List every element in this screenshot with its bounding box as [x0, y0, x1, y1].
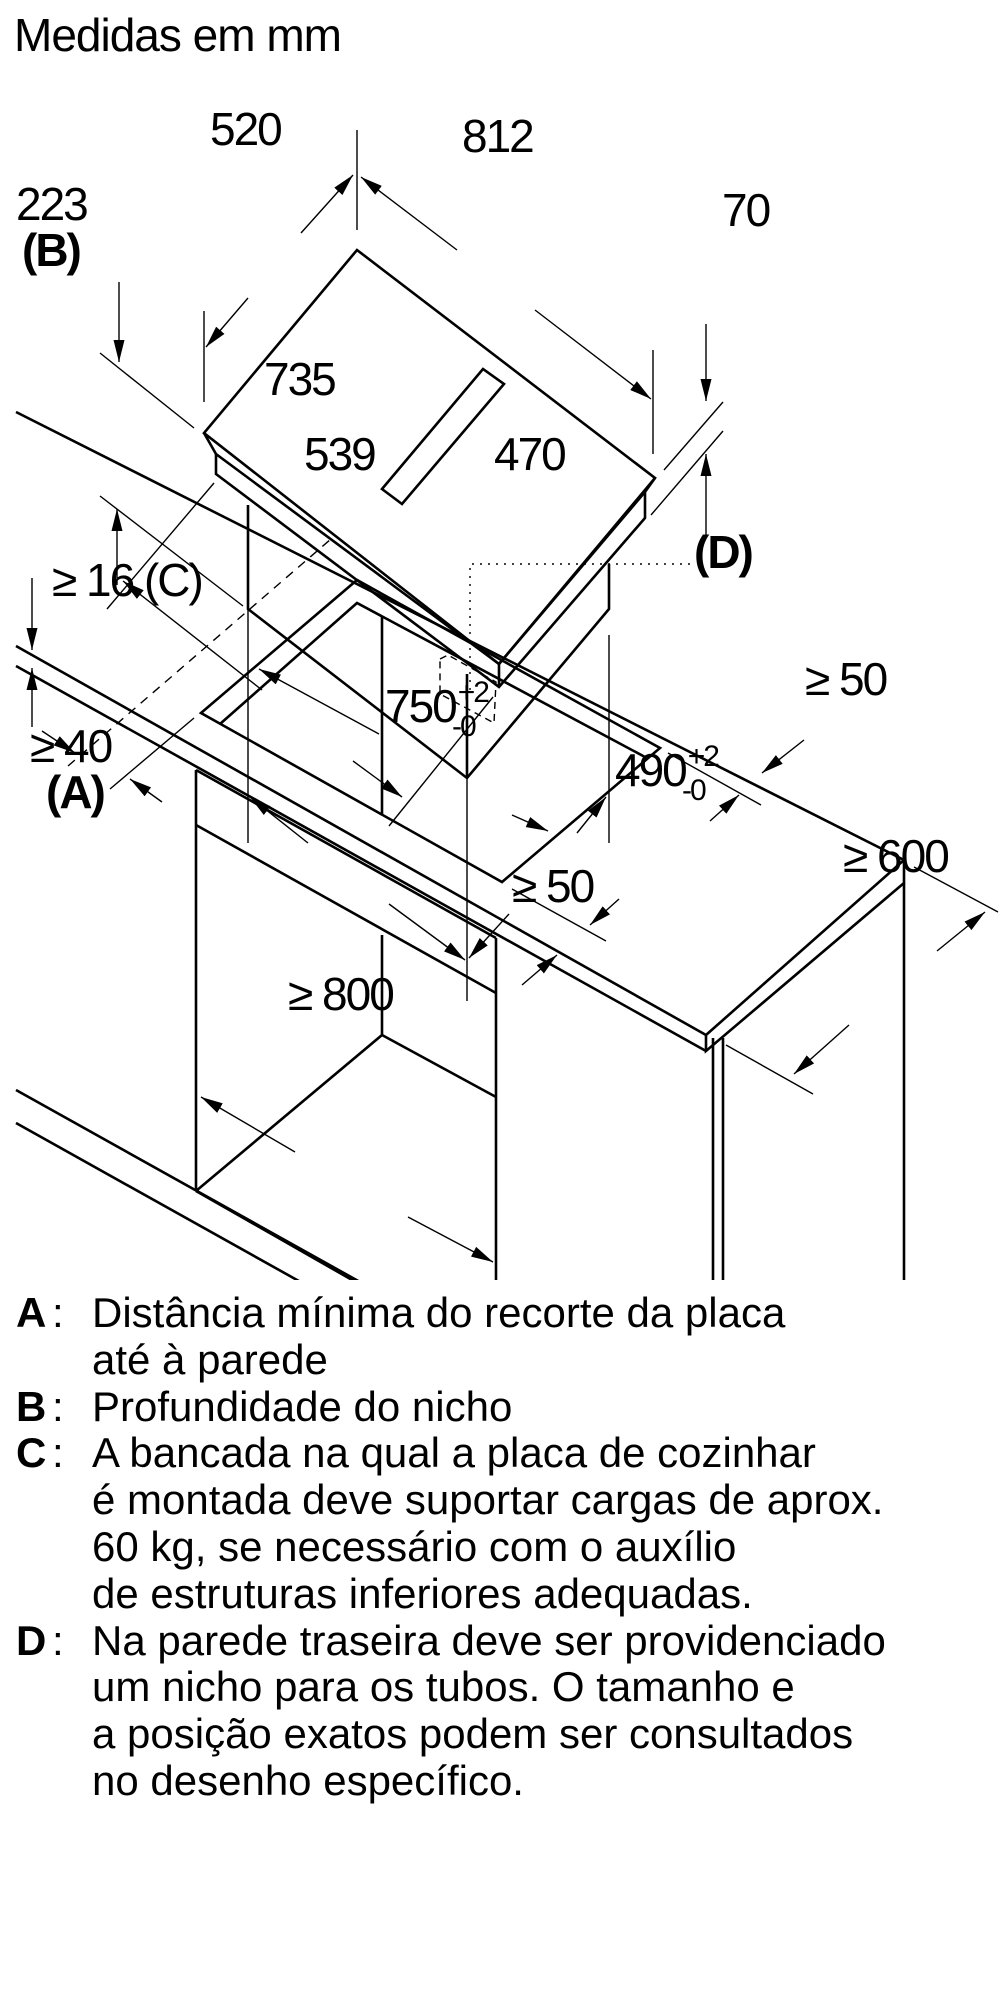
legend-text: um nicho para os tubos. O tamanho e	[92, 1663, 795, 1711]
legend-text: 60 kg, se necessário com o auxílio	[92, 1522, 737, 1570]
legend-key: A	[16, 1289, 47, 1336]
legend-key: C	[16, 1429, 47, 1477]
legend-item-b: B: Profundidade do nicho	[16, 1382, 513, 1430]
legend-key: B	[16, 1382, 47, 1430]
legend-item-d: D: Na parede traseira deve ser providenc…	[16, 1616, 886, 1804]
dim-520: 520	[210, 103, 281, 155]
dim-min-800: ≥ 800	[288, 968, 393, 1020]
legend-text: A bancada na qual a placa de cozinhar	[92, 1429, 816, 1477]
hob-extractor-slot	[380, 367, 506, 506]
dim-back-min-50: ≥ 50	[805, 653, 887, 705]
countertop-dimension-labels: ≥ 16 (C) (D) 750+2-0 490+2-0 ≥ 50 ≥ 40 (…	[30, 526, 950, 1020]
label-a: (A)	[46, 766, 105, 818]
dim-front-min-50: ≥ 50	[512, 860, 594, 912]
dim-812: 812	[462, 110, 533, 162]
hob-glass-top	[202, 248, 657, 666]
dim-470: 470	[494, 428, 565, 480]
legend-text: no desenho específico.	[92, 1756, 524, 1804]
dim-min-40: ≥ 40	[30, 720, 112, 772]
hob-cutout	[198, 578, 663, 884]
countertop-cabinet-drawing	[15, 410, 906, 1280]
countertop-dimension-lines	[26, 578, 999, 1263]
legend-item-c: C: A bancada na qual a placa de cozinhar…	[16, 1429, 884, 1617]
dim-min-600: ≥ 600	[843, 830, 948, 882]
legend-text: Na parede traseira deve ser providenciad…	[92, 1616, 886, 1664]
hob-dimension-labels: 520 812 223 (B) 70 735 539 470	[16, 103, 772, 480]
pipe-niche-outline	[439, 654, 497, 725]
dim-223: 223	[16, 178, 87, 230]
hob-dimension-lines	[99, 130, 724, 1001]
legend-text: é montada deve suportar cargas de aprox.	[92, 1476, 884, 1524]
legend-text: até à parede	[92, 1335, 328, 1383]
dim-750: 750+2-0	[385, 676, 489, 743]
dim-min-16-c: ≥ 16 (C)	[52, 554, 202, 606]
page-title: Medidas em mm	[14, 9, 342, 61]
legend-text: a posição exatos podem ser consultados	[92, 1710, 854, 1758]
dim-70: 70	[722, 184, 770, 236]
dim-735: 735	[264, 353, 335, 405]
legend-text: de estruturas inferiores adequadas.	[92, 1569, 753, 1617]
legend-text: Distância mínima do recorte da placa	[92, 1289, 786, 1336]
label-d: (D)	[694, 526, 753, 578]
installation-diagram: 520 812 223 (B) 70 735 539 470	[15, 103, 999, 1280]
dim-539: 539	[304, 428, 375, 480]
legend-text: Profundidade do nicho	[92, 1382, 513, 1430]
legend-key: D	[16, 1616, 47, 1664]
dim-490: 490+2-0	[615, 740, 719, 807]
label-b: (B)	[22, 224, 81, 276]
